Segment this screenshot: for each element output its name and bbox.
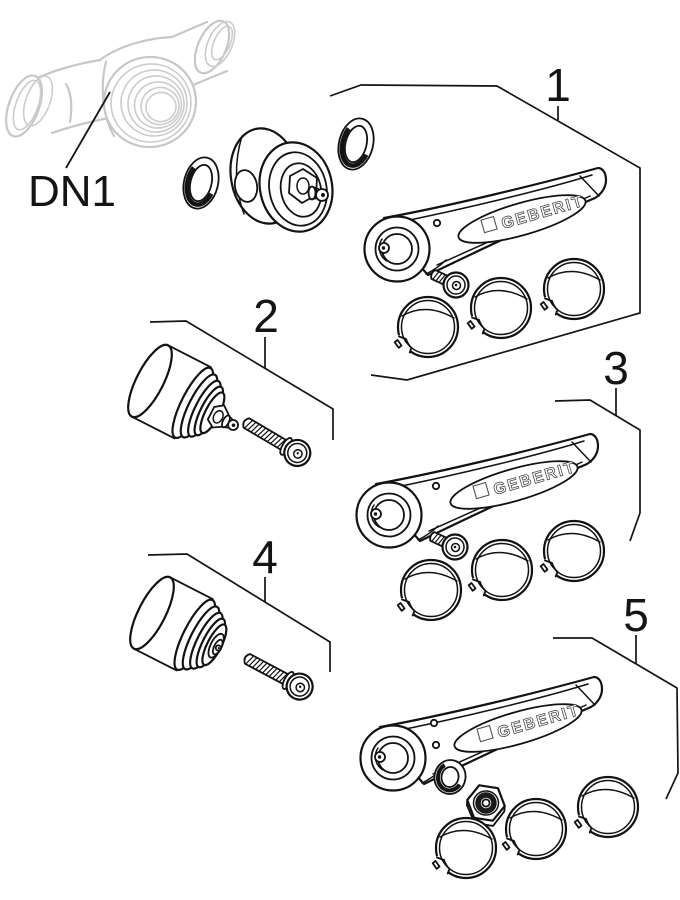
part-group-4	[120, 570, 319, 706]
mounting-screw-4	[237, 645, 319, 706]
callout-part-1: 1	[329, 59, 641, 381]
part-number-2: 2	[253, 290, 279, 342]
handle-5-pivot-hole-b	[431, 740, 441, 750]
part-number-1: 1	[545, 59, 571, 111]
callout-part-3: 3	[554, 342, 641, 542]
callout-part-2: 2	[149, 290, 334, 440]
dn1-leader-line	[65, 91, 111, 169]
o-ring-left	[178, 154, 224, 213]
thermostatic-element	[229, 127, 334, 233]
o-ring-right	[333, 115, 379, 174]
fixing-screw-1	[428, 268, 470, 299]
handle-1-pivot-hole	[432, 218, 442, 228]
part-group-1: GEBERIT	[178, 115, 608, 357]
callout-part-4: 4	[147, 531, 331, 672]
cap-1b	[468, 278, 531, 338]
part-number-4: 4	[252, 531, 278, 583]
cap-5a	[433, 818, 496, 878]
part-group-2	[118, 338, 317, 472]
cap-3a	[398, 560, 461, 620]
mounting-screw-2	[236, 409, 317, 472]
pipe-fitting-faded	[5, 19, 236, 149]
cap-5b	[503, 799, 566, 859]
cap-3c	[541, 521, 604, 581]
washer	[433, 759, 467, 795]
cartridge-2	[118, 338, 239, 453]
cap-3b	[469, 540, 532, 600]
cap-1a	[395, 297, 458, 357]
fixing-screw-3	[427, 530, 469, 561]
callout-part-5: 5	[553, 589, 679, 800]
cartridge-4	[120, 570, 240, 685]
handle-5-pivot-hole-a	[429, 718, 439, 728]
part-number-3: 3	[603, 342, 629, 394]
cap-5c	[575, 777, 638, 837]
part-group-3: GEBERIT	[355, 432, 605, 620]
handle-3-pivot-hole	[431, 481, 441, 491]
cap-1c	[541, 259, 604, 319]
dn1-label: DN1	[28, 167, 116, 216]
part-number-5: 5	[623, 589, 649, 641]
part-group-5: GEBERIT	[359, 675, 639, 878]
